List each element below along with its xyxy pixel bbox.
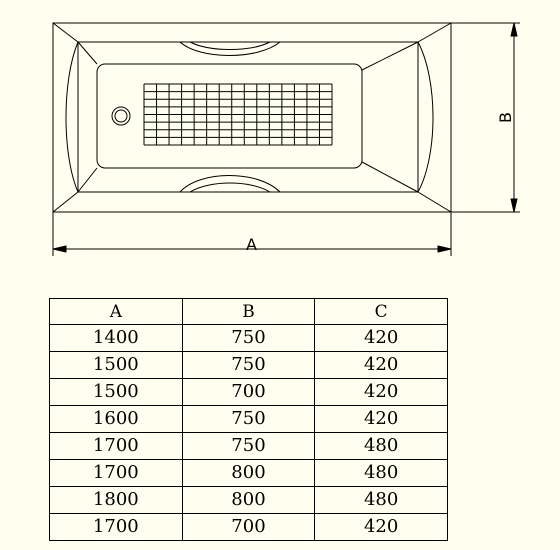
cell-c: 420: [314, 378, 448, 406]
cell-c: 420: [314, 405, 448, 433]
cell-b: 700: [181, 513, 316, 541]
table-row: 1400 750 420: [49, 324, 448, 352]
basin-floor: [96, 63, 363, 169]
dimension-a-label: A: [246, 235, 257, 254]
cell-a: 1800: [49, 486, 183, 514]
cell-a: 1700: [49, 513, 183, 541]
cell-c: 420: [314, 351, 448, 379]
drain-icon: [111, 106, 131, 126]
cell-a: 1700: [49, 459, 183, 487]
floor-corner-line: [361, 41, 419, 71]
cell-a: 1700: [49, 432, 183, 460]
rim-corner-line: [417, 191, 452, 213]
dimension-table: A B C 1400 750 420 1500 750 420 1500 700…: [49, 298, 448, 541]
cell-b: 750: [181, 351, 316, 379]
cell-c: 480: [314, 486, 448, 514]
cell-c: 420: [314, 513, 448, 541]
anti-slip-grid: [143, 83, 333, 146]
table-row: 1800 800 480: [49, 486, 448, 514]
tub-outer-rim: [52, 22, 452, 213]
dim-b-arrow-top: [510, 22, 518, 37]
tub-inner-rim: [77, 41, 419, 193]
cell-b: 800: [181, 459, 316, 487]
cell-a: 1500: [49, 351, 183, 379]
armrest-top-inner: [189, 41, 271, 50]
dim-a-arrow-left: [52, 245, 67, 253]
rim-corner-line: [52, 22, 79, 43]
header-b: B: [181, 298, 316, 325]
cell-c: 480: [314, 459, 448, 487]
floor-corner-line: [77, 167, 98, 193]
armrest-bottom: [179, 175, 281, 193]
floor-corner-line: [77, 41, 98, 65]
basin-right-curve: [417, 41, 434, 193]
table-row: 1700 800 480: [49, 459, 448, 487]
cell-a: 1600: [49, 405, 183, 433]
cell-b: 700: [181, 378, 316, 406]
header-a: A: [49, 298, 183, 325]
table-row: 1600 750 420: [49, 405, 448, 433]
cell-a: 1400: [49, 324, 183, 352]
drain-inner: [114, 109, 128, 123]
cell-a: 1500: [49, 378, 183, 406]
table-row: 1500 700 420: [49, 378, 448, 406]
basin-left-curve: [65, 41, 79, 193]
floor-corner-line: [361, 161, 419, 193]
dimension-b-label: B: [495, 112, 515, 123]
cell-c: 480: [314, 432, 448, 460]
table-row: 1700 750 480: [49, 432, 448, 460]
cell-b: 750: [181, 432, 316, 460]
table-row: 1500 750 420: [49, 351, 448, 379]
bathtub-plan-drawing: [52, 22, 520, 256]
rim-corner-line: [417, 22, 452, 43]
armrest-top: [179, 41, 281, 56]
table-row: 1700 700 420: [49, 513, 448, 541]
dim-a-arrow-right: [437, 245, 452, 253]
dim-b-arrow-bottom: [510, 198, 518, 213]
armrest-bottom-inner: [189, 182, 271, 193]
header-c: C: [314, 298, 448, 325]
table-header-row: A B C: [49, 298, 448, 325]
cell-b: 750: [181, 405, 316, 433]
rim-corner-line: [52, 191, 79, 213]
cell-c: 420: [314, 324, 448, 352]
cell-b: 750: [181, 324, 316, 352]
cell-b: 800: [181, 486, 316, 514]
